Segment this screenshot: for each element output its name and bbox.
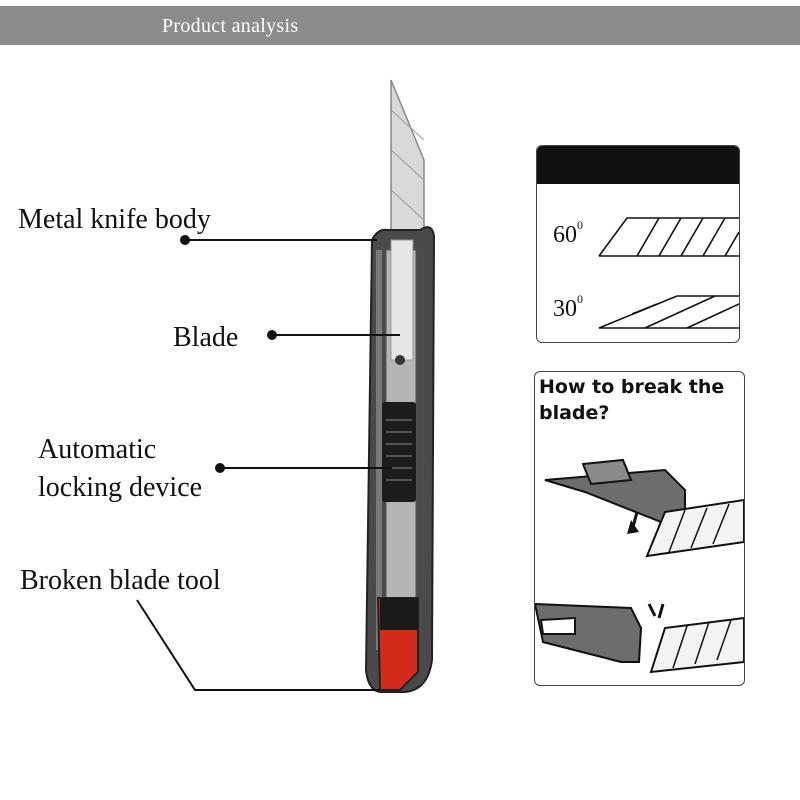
break-blade-diagram (535, 458, 744, 674)
label-broken-blade-tool: Broken blade tool (20, 565, 221, 596)
break-step-2 (535, 602, 744, 674)
callout-lines (136, 239, 400, 691)
break-blade-panel: How to break the blade? (534, 371, 745, 686)
header-bar: Product analysis (0, 6, 800, 45)
break-step-1 (544, 458, 744, 558)
label-blade: Blade (173, 322, 239, 353)
snap-icon (647, 603, 665, 619)
label-metal-knife-body: Metal knife body (18, 204, 211, 235)
angle-60-value: 60 (553, 222, 577, 248)
panel-band (537, 146, 739, 184)
header-title: Product analysis (162, 15, 299, 37)
angle-30-value: 30 (553, 296, 577, 322)
blade-inside (390, 239, 414, 361)
angle-60-label: 600 (553, 218, 583, 249)
slider-grip (386, 419, 412, 481)
knife-body-highlight (376, 250, 382, 650)
degree-mark: 0 (577, 292, 583, 306)
label-locking-device: locking device (38, 472, 203, 503)
how-to-break-title: How to break the blade? (539, 376, 725, 424)
blade-rivet (395, 355, 405, 365)
label-automatic: Automatic (38, 434, 157, 465)
blade-angle-panel: 600 300 (536, 145, 740, 343)
angle-30-label: 300 (553, 292, 583, 323)
degree-mark: 0 (577, 218, 583, 232)
locking-slider (382, 402, 416, 502)
blade-angle-diagram (598, 217, 739, 329)
blade-60-degree (598, 217, 739, 257)
blade-30-degree (598, 295, 739, 329)
callout-dots (180, 235, 277, 473)
